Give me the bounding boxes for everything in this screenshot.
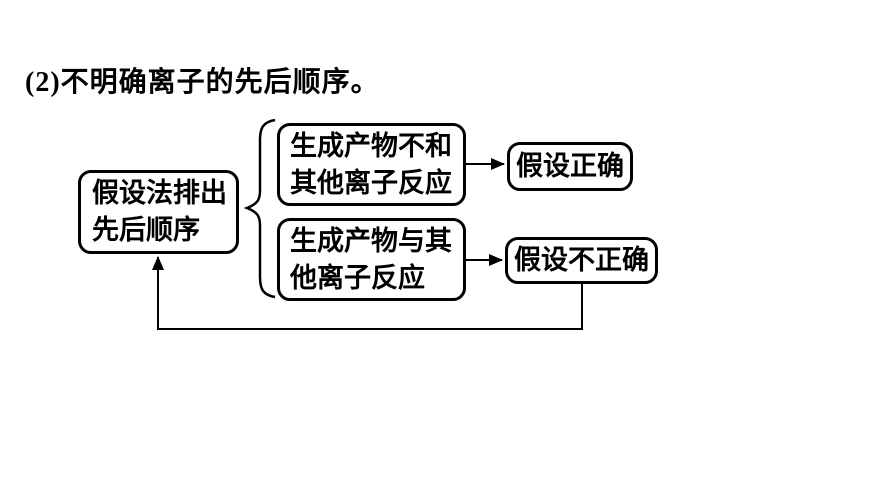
condition-bottom-box: 生成产物与其 他离子反应 bbox=[277, 218, 466, 301]
condition-top-line-1: 生成产物不和 bbox=[290, 130, 452, 161]
condition-top-box: 生成产物不和 其他离子反应 bbox=[277, 123, 466, 206]
method-box-line-2: 先后顺序 bbox=[92, 215, 200, 245]
left-curly-brace-icon bbox=[243, 118, 276, 299]
condition-top-line-2: 其他离子反应 bbox=[290, 167, 452, 198]
condition-bottom-line-2: 他离子反应 bbox=[290, 262, 425, 293]
result-incorrect-box: 假设不正确 bbox=[505, 237, 658, 284]
result-incorrect-label: 假设不正确 bbox=[514, 245, 649, 275]
result-correct-label: 假设正确 bbox=[516, 151, 624, 181]
condition-bottom-line-1: 生成产物与其 bbox=[290, 225, 452, 256]
heading-text: (2)不明确离子的先后顺序。 bbox=[25, 67, 380, 98]
method-box-line-1: 假设法排出 bbox=[92, 178, 227, 208]
result-correct-box: 假设正确 bbox=[507, 142, 633, 191]
feedback-loop-arrow-icon bbox=[152, 256, 583, 330]
method-box: 假设法排出 先后顺序 bbox=[78, 170, 239, 254]
